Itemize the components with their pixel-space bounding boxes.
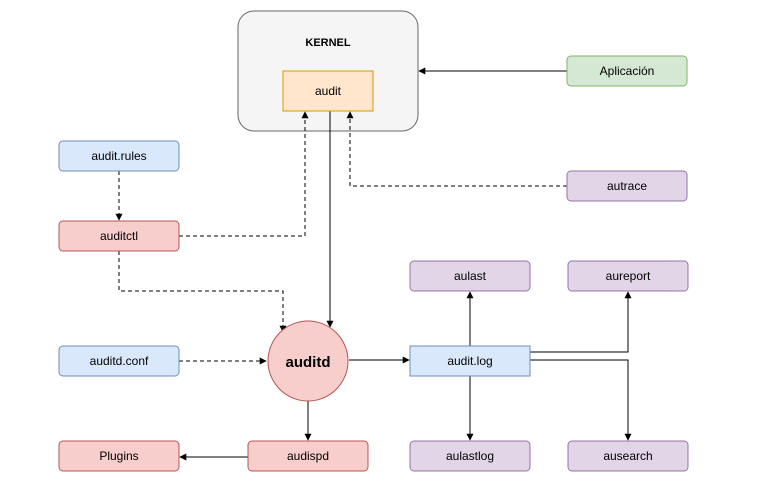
node-aureport-label: aureport (606, 269, 651, 283)
node-aureport: aureport (567, 260, 689, 292)
node-audit-rules: audit.rules (58, 140, 180, 172)
edge-auditctl-to-audit (179, 111, 309, 237)
node-aulastlog-label: aulastlog (446, 449, 494, 463)
edge-autrace-to-audit (346, 111, 567, 187)
node-autrace-label: autrace (607, 179, 647, 193)
node-audit: audit (282, 70, 374, 112)
node-audit-label: audit (315, 84, 342, 98)
node-auditd: auditd (267, 320, 349, 402)
node-ausearch: ausearch (567, 440, 689, 472)
edge-auditctl-to-auditd (118, 251, 287, 333)
node-audispd-label: audispd (287, 449, 329, 463)
node-aulast: aulast (409, 260, 531, 292)
node-audit-log-label: audit.log (447, 354, 492, 368)
node-audit-log: audit.log (409, 345, 531, 377)
node-audit-rules-label: audit.rules (91, 149, 146, 163)
node-aulast-label: aulast (454, 269, 487, 283)
node-auditctl-label: auditctl (100, 229, 138, 243)
node-auditd-conf-label: auditd.conf (90, 354, 149, 368)
node-aulastlog: aulastlog (409, 440, 531, 472)
edge-log-to-aureport (530, 291, 632, 353)
node-ausearch-label: ausearch (603, 449, 652, 463)
node-audispd: audispd (247, 440, 369, 472)
node-autrace: autrace (566, 170, 688, 202)
node-aplicacion: Aplicación (566, 55, 688, 87)
node-auditd-label: auditd (286, 354, 331, 371)
node-auditd-conf: auditd.conf (58, 345, 180, 377)
node-aplicacion-label: Aplicación (600, 64, 655, 78)
node-plugins-label: Plugins (99, 449, 138, 463)
edge-log-to-ausearch (530, 359, 632, 441)
kernel-label: KERNEL (305, 37, 351, 49)
node-auditctl: auditctl (58, 220, 180, 252)
connectors (115, 67, 632, 461)
node-plugins: Plugins (58, 440, 180, 472)
